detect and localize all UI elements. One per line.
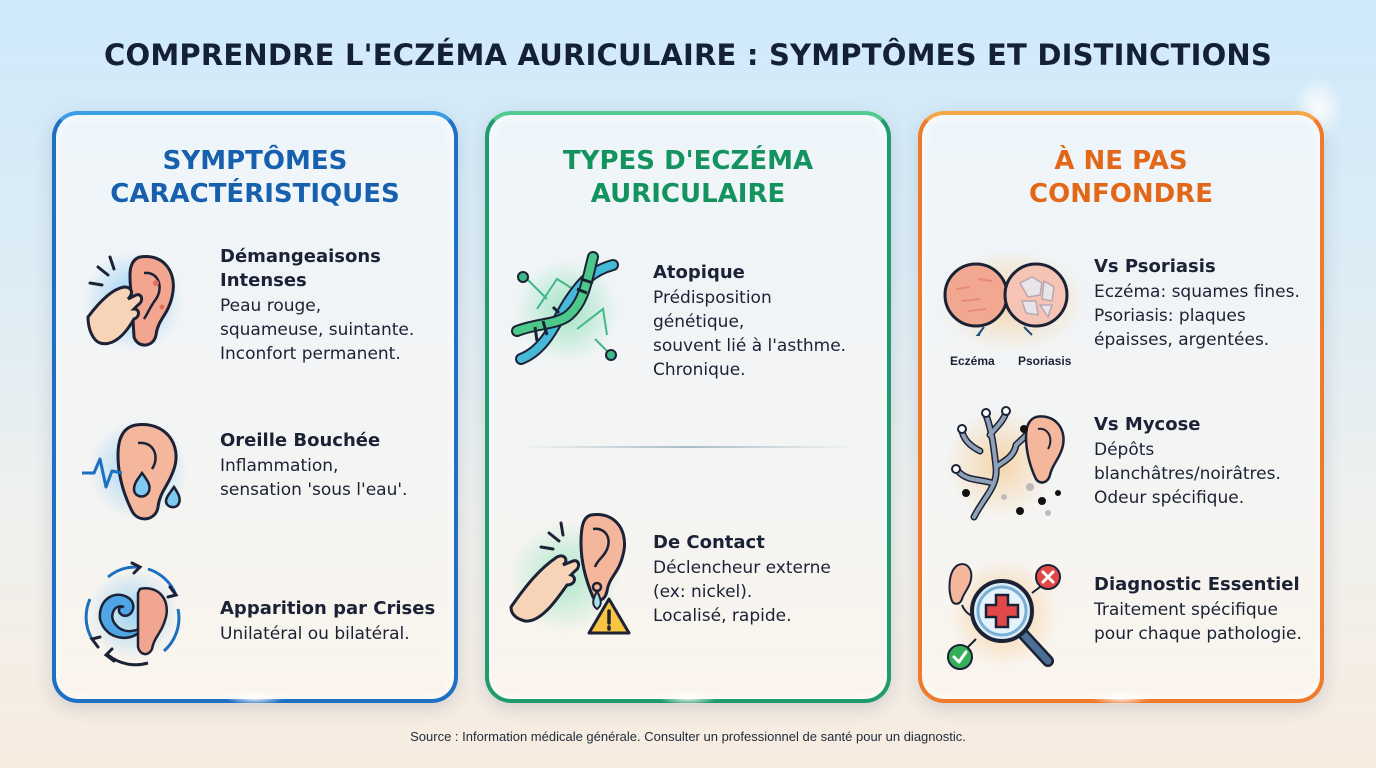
card-title: SYMPTÔMES CARACTÉRISTIQUES [110, 146, 400, 209]
magnifier-diagnosis-icon [944, 557, 1068, 673]
card-title: À NE PAS CONFONDRE [1029, 146, 1213, 209]
item-description: Unilatéral ou bilatéral. [220, 624, 410, 644]
dna-icon [507, 249, 627, 369]
item-description: Déclencheur externe (ex: nickel). Locali… [653, 558, 831, 626]
fungus-ear-icon [944, 401, 1068, 525]
glow-decoration [1091, 691, 1151, 705]
ear-scratch-icon [78, 243, 188, 353]
item-title: Vs Psoriasis [1094, 256, 1216, 277]
item-title: Oreille Bouchée [220, 430, 381, 451]
item-description: Peau rouge, squameuse, suintante. Inconf… [220, 296, 415, 364]
item-description: Traitement spécifique pour chaque pathol… [1094, 600, 1302, 644]
item-title: Démangeaisons Intenses [220, 246, 381, 291]
item-title: De Contact [653, 532, 765, 553]
icon-label-eczema: Eczéma [950, 354, 995, 368]
glow-decoration [225, 691, 285, 705]
item-title: Apparition par Crises [220, 598, 436, 619]
item-description: Dépôts blanchâtres/noirâtres. Odeur spéc… [1094, 440, 1281, 508]
card-types: TYPES D'ECZÉMA AURICULAIRE Atopique Préd… [485, 111, 891, 705]
source-note: Source : Information médicale générale. … [410, 729, 966, 744]
page-title: COMPRENDRE L'ECZÉMA AURICULAIRE : SYMPTÔ… [104, 38, 1272, 72]
item-title: Diagnostic Essentiel [1094, 574, 1300, 595]
icon-label-psoriasis: Psoriasis [1018, 354, 1072, 368]
glow-decoration [658, 691, 718, 705]
ear-earring-warning-icon [505, 507, 635, 637]
item-title: Atopique [653, 262, 745, 283]
card-a-ne-pas-confondre: À NE PAS CONFONDRE Eczéma Psoriasis Vs P… [918, 111, 1324, 705]
item-description: Prédisposition génétique, souvent lié à … [653, 288, 847, 380]
ear-water-drops-icon [78, 415, 188, 525]
card-title: TYPES D'ECZÉMA AURICULAIRE [562, 146, 814, 209]
skin-comparison-icon: Eczéma Psoriasis [938, 249, 1090, 373]
section-divider [521, 446, 855, 448]
card-symptomes: SYMPTÔMES CARACTÉRISTIQUES Démangeaisons… [52, 111, 458, 705]
item-description: Eczéma: squames fines. Psoriasis: plaque… [1094, 282, 1300, 350]
item-description: Inflammation, sensation 'sous l'eau'. [220, 456, 408, 500]
item-title: Vs Mycose [1094, 414, 1201, 435]
ear-wave-cycle-icon [78, 559, 188, 669]
